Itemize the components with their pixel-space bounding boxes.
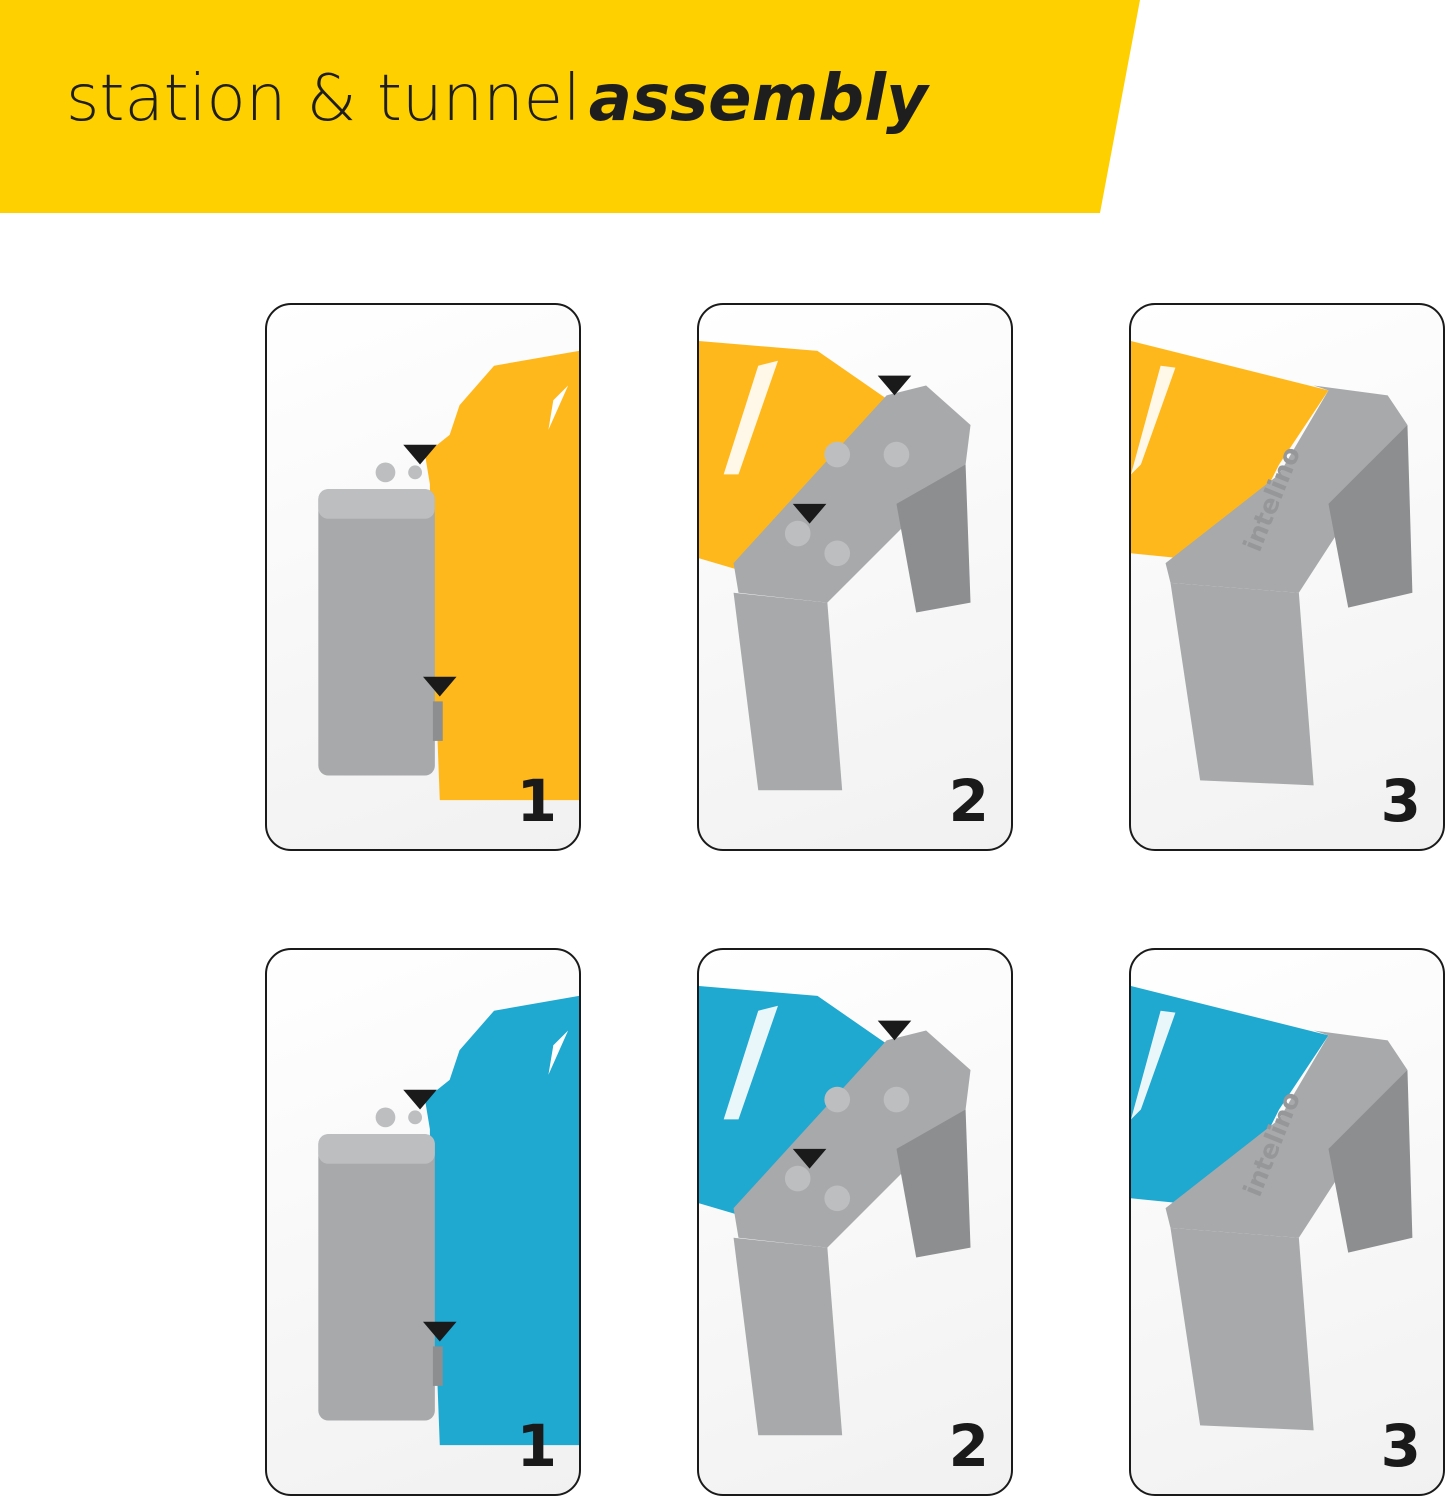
step-illustration: intelino: [1131, 341, 1413, 786]
tunnel-sheet: [424, 350, 579, 801]
arrow-marker-icon: [877, 375, 912, 396]
bridge-leg-front: [1170, 582, 1314, 786]
step-illustration: [318, 350, 579, 801]
step-illustration: [699, 986, 971, 1436]
tunnel-sheet: [1131, 341, 1329, 564]
tunnel-sheet: [1131, 986, 1329, 1209]
bridge-top: [733, 385, 971, 603]
step-number: 1: [516, 1412, 557, 1480]
arrow-marker-icon: [877, 1020, 912, 1041]
assembly-step-card: 2: [697, 303, 1013, 851]
arrow-marker-icon: [423, 676, 457, 697]
bridge-top: [1165, 1030, 1408, 1238]
banner-shape: [0, 0, 1140, 213]
assembly-step-card: intelino 3: [1129, 948, 1445, 1496]
title-banner: [0, 0, 1140, 213]
tunnel-sheet: [424, 995, 579, 1446]
step-illustration: intelino: [1131, 986, 1413, 1431]
step-number: 3: [1380, 1412, 1421, 1480]
assembly-step-card: intelino 3: [1129, 303, 1445, 851]
step-number: 2: [948, 1412, 989, 1480]
bridge-leg-back: [896, 464, 971, 613]
step-number: 3: [1380, 767, 1421, 835]
bridge-leg-back: [1328, 424, 1413, 608]
title-bold: assembly: [588, 62, 928, 136]
arrow-marker-icon: [403, 444, 437, 465]
bridge-top: [733, 1030, 971, 1248]
station-pillar: [318, 1134, 435, 1421]
step-number: 2: [948, 767, 989, 835]
bridge-leg-front: [733, 1237, 843, 1436]
bridge-leg-back: [1328, 1069, 1413, 1253]
bridge-leg-back: [896, 1109, 971, 1258]
arrow-marker-icon: [792, 503, 827, 524]
arrow-marker-icon: [423, 1321, 457, 1342]
step-number: 1: [516, 767, 557, 835]
arrow-marker-icon: [403, 1089, 437, 1110]
step-illustration: [318, 995, 579, 1446]
bridge-top: [1165, 385, 1408, 593]
station-pillar: [318, 489, 435, 776]
step-illustration: [699, 341, 971, 791]
bridge-leg-front: [1170, 1227, 1314, 1431]
assembly-step-card: 1: [265, 948, 581, 1496]
assembly-step-card: 1: [265, 303, 581, 851]
title-light: station & tunnel: [66, 62, 581, 136]
arrow-marker-icon: [792, 1148, 827, 1169]
assembly-step-card: 2: [697, 948, 1013, 1496]
bridge-leg-front: [733, 592, 843, 791]
